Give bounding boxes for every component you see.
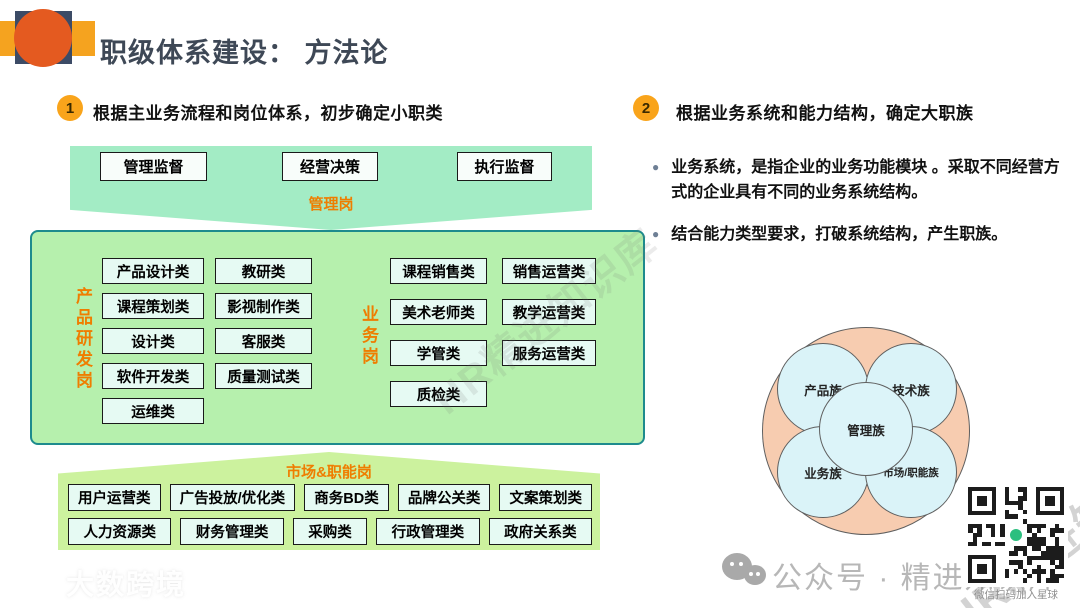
category-chip: 销售运营类	[502, 258, 596, 284]
management-box: 执行监督	[457, 152, 552, 181]
market-row-2: 人力资源类财务管理类采购类行政管理类政府关系类	[68, 518, 593, 545]
note-bullet: ● 业务系统，是指企业的业务功能模块 。采取不同经营方式的企业具有不同的业务系统…	[652, 156, 1064, 206]
management-box: 管理监督	[100, 152, 207, 181]
note-bullet: ● 结合能力类型要求，打破系统结构，产生职族。	[652, 223, 1064, 248]
note-text: 业务系统，是指企业的业务功能模块 。采取不同经营方式的企业具有不同的业务系统结构…	[671, 159, 1060, 201]
qr-caption: 微信扫码加入星球	[974, 589, 1058, 601]
management-band-label: 管理岗	[308, 196, 354, 213]
qr-code	[964, 483, 1068, 587]
page-title: 职级体系建设： 方法论	[100, 38, 389, 68]
category-chip: 品牌公关类	[397, 484, 491, 511]
brand-logo: 大数跨境	[14, 563, 186, 603]
qr-pattern	[968, 487, 1064, 583]
category-chip: 客服类	[215, 328, 312, 354]
management-box: 经营决策	[282, 152, 378, 181]
category-chip: 服务运营类	[502, 340, 596, 366]
category-chip: 用户运营类	[68, 484, 161, 511]
category-chip: 财务管理类	[180, 518, 284, 545]
category-chip: 软件开发类	[102, 363, 204, 389]
category-chip: 广告投放/优化类	[169, 484, 296, 511]
notes: ● 业务系统，是指企业的业务功能模块 。采取不同经营方式的企业具有不同的业务系统…	[652, 156, 1064, 247]
category-chip: 课程销售类	[390, 258, 487, 284]
main-category-box: 产品研发岗 产品设计类课程策划类设计类软件开发类运维类 教研类影视制作类客服类质…	[30, 230, 645, 445]
category-chip: 政府关系类	[488, 518, 593, 545]
wechat-icon	[722, 553, 770, 593]
category-chip: 商务BD类	[304, 484, 389, 511]
wechat-bubble-small	[744, 565, 766, 585]
business-col-2: 销售运营类教学运营类服务运营类	[502, 258, 596, 366]
category-chip: 教研类	[215, 258, 312, 284]
category-chip: 课程策划类	[102, 293, 204, 319]
glasses-icon	[14, 568, 58, 598]
category-chip: 人力资源类	[68, 518, 172, 545]
category-chip: 行政管理类	[376, 518, 480, 545]
category-chip: 影视制作类	[215, 293, 312, 319]
product-rd-col-1: 产品设计类课程策划类设计类软件开发类运维类	[102, 258, 204, 424]
product-rd-col-2: 教研类影视制作类客服类质量测试类	[215, 258, 312, 389]
brand-name: 大数跨境	[66, 569, 187, 600]
category-chip: 文案策划类	[499, 484, 593, 511]
step-2-label: 根据业务系统和能力结构，确定大职族	[676, 104, 974, 123]
category-chip: 质检类	[390, 381, 487, 407]
category-chip: 运维类	[102, 398, 204, 424]
category-chip: 设计类	[102, 328, 204, 354]
step-1-badge: 1	[57, 95, 83, 121]
market-row-1: 用户运营类广告投放/优化类商务BD类品牌公关类文案策划类	[68, 484, 593, 511]
product-rd-label: 产品研发岗	[73, 287, 92, 392]
category-chip: 美术老师类	[390, 299, 487, 325]
step-2-badge: 2	[633, 95, 659, 121]
step-1-label: 根据主业务流程和岗位体系，初步确定小职类	[93, 104, 443, 123]
category-chip: 采购类	[292, 518, 368, 545]
category-chip: 学管类	[390, 340, 487, 366]
bullet-icon: ●	[652, 226, 660, 241]
business-label: 业务岗	[359, 305, 378, 368]
business-col-1: 课程销售类美术老师类学管类质检类	[390, 258, 487, 407]
logo-circle-shape	[14, 9, 72, 67]
category-chip: 质量测试类	[215, 363, 312, 389]
flower-diagram: 产品族 技术族 业务族 市场/职能族 管理族	[762, 327, 970, 535]
category-chip: 教学运营类	[502, 299, 596, 325]
qr-center-logo	[1008, 527, 1024, 543]
center-circle-management: 管理族	[819, 382, 913, 476]
market-band-label: 市场&职能岗	[286, 464, 372, 481]
note-text: 结合能力类型要求，打破系统结构，产生职族。	[671, 225, 1008, 243]
category-chip: 产品设计类	[102, 258, 204, 284]
header-logo	[0, 8, 100, 78]
market-band: 市场&职能岗 用户运营类广告投放/优化类商务BD类品牌公关类文案策划类 人力资源…	[58, 452, 600, 550]
management-band: 管理监督 经营决策 执行监督 管理岗	[70, 146, 592, 230]
bullet-icon: ●	[652, 160, 660, 174]
